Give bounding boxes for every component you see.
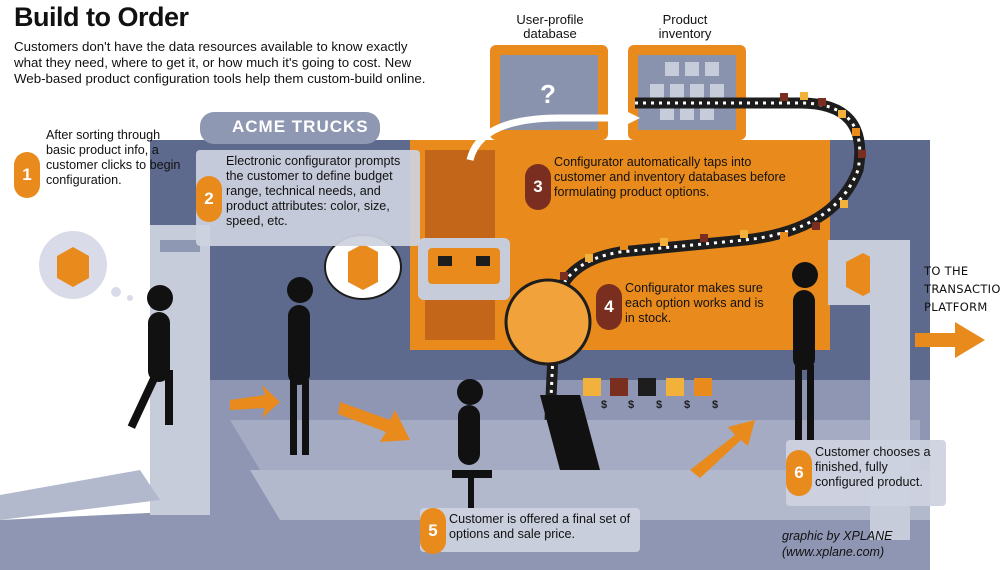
robot-eye (476, 256, 490, 266)
step-5-panel (420, 508, 640, 552)
product-cube-icon (57, 247, 89, 287)
step-6-text: Customer chooses a finished, fully confi… (815, 445, 931, 489)
price-tag: $ (601, 399, 608, 411)
step-5-badge: 5 (420, 508, 446, 554)
price-tag: $ (712, 399, 719, 411)
robot-eye (438, 256, 452, 266)
acme-trucks-sign (200, 112, 380, 144)
customer-figure-2 (287, 277, 313, 455)
step-3-badge: 3 (525, 164, 551, 210)
conveyor-items (544, 92, 866, 343)
step-2-panel (196, 150, 420, 246)
question-mark-icon: ? (540, 79, 556, 109)
customer-figure-5 (452, 379, 492, 508)
stair-step (250, 470, 930, 520)
step-6-badge: 6 (786, 450, 812, 496)
mystery-cube-icon (348, 244, 378, 290)
inspection-wheel (504, 278, 592, 366)
flow-arrow (230, 385, 280, 418)
page-title: Build to Order (14, 2, 189, 32)
step-1-text: After sorting through basic product info… (46, 128, 181, 187)
step-4-badge: 4 (596, 284, 622, 330)
acme-trucks-label: ACME TRUCKS (232, 117, 369, 136)
data-flow-arrow (466, 114, 620, 162)
price-tag: $ (684, 399, 691, 411)
price-tag: $ (656, 399, 663, 411)
step-6-panel (786, 440, 946, 506)
intro-text: Customers don't have the data resources … (14, 39, 426, 86)
transaction-platform-label: TO THE TRANSACTION PLATFORM (924, 264, 1000, 314)
price-tag: $ (628, 399, 635, 411)
customer-figure-1 (127, 285, 173, 429)
computer-monitor (540, 395, 600, 470)
step-3-text: Configurator automatically taps into cus… (554, 155, 786, 199)
keyboard (0, 470, 160, 520)
graphic-credit: graphic by XPLANE (www.xplane.com) (782, 529, 893, 559)
arrow-head (620, 108, 640, 128)
step-2-text: Electronic configurator prompts the cust… (226, 154, 401, 228)
flow-arrow (338, 402, 410, 442)
step-5-text: Customer is offered a final set of optio… (449, 512, 631, 541)
customer-figure-6 (792, 262, 818, 440)
flow-arrow (690, 420, 755, 478)
step-1-badge: 1 (14, 152, 40, 198)
product-inventory-label: Product inventory (658, 12, 712, 41)
exit-arrow (915, 322, 985, 358)
user-profile-db-label: User-profile database (516, 12, 584, 41)
step-4-text: Configurator makes sure each option work… (625, 281, 764, 325)
step-2-badge: 2 (196, 176, 222, 222)
product-options (583, 378, 712, 396)
conveyor-belt (544, 97, 866, 421)
inventory-cubes (650, 62, 724, 120)
